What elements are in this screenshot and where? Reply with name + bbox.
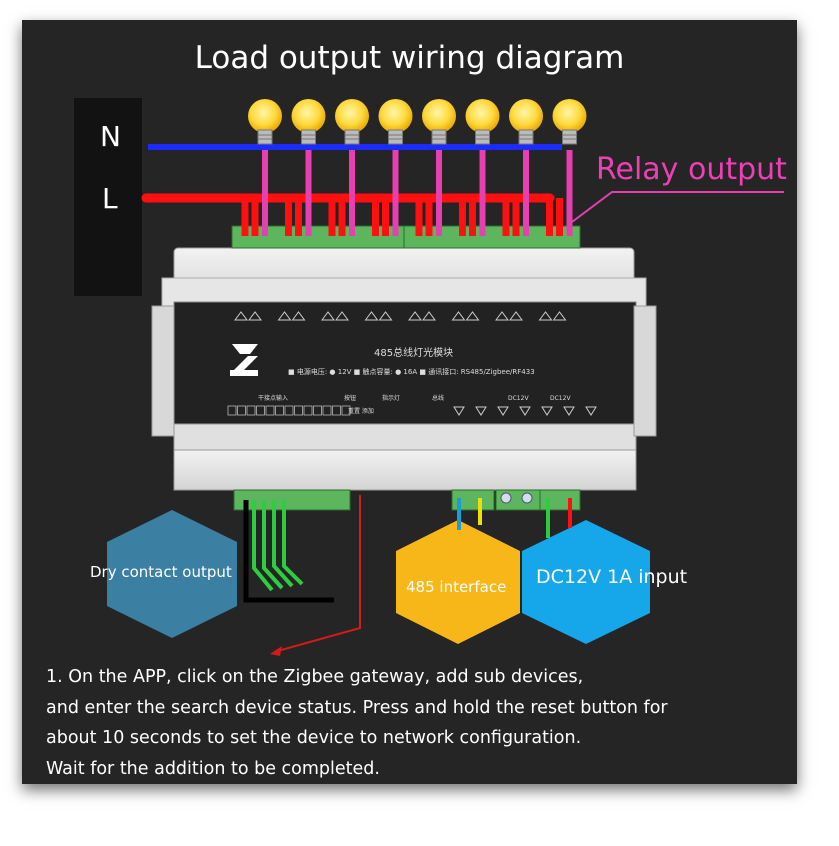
terminal-triangle-icon [585, 406, 597, 416]
bus-label: 总线 [432, 394, 444, 402]
terminal-number-box [237, 405, 246, 416]
dry-contact-wires [243, 500, 334, 603]
instruction-pointer [270, 495, 361, 656]
button-label: 按钮 [344, 394, 356, 402]
relay-indicator-icon [451, 311, 480, 321]
relay-indicator-icon [364, 311, 393, 321]
light-bulb [291, 99, 326, 145]
rs485-wires [457, 498, 482, 530]
terminal-number-box [265, 405, 275, 416]
terminal-triangle-icon [563, 406, 575, 416]
light-bulb [248, 99, 282, 145]
dry-contact-label: Dry contact output [90, 563, 232, 581]
brand-logo [230, 344, 258, 376]
light-bulb [378, 99, 413, 145]
top-terminal-block-right [403, 225, 581, 249]
terminal-triangle-icon [519, 406, 531, 416]
instruction-line: Wait for the addition to be completed. [46, 758, 380, 779]
relay-module: 485总线灯光模块 ■ 电源电压: ● 12V ■ 触点容量: ● 16A ■ … [151, 247, 657, 491]
diagram-title: Load output wiring diagram [194, 40, 625, 76]
relay-indicator-icon [321, 311, 349, 321]
instruction-line: and enter the search device status. Pres… [46, 697, 668, 718]
relay-indicator-icon [408, 311, 436, 321]
relay-indicator-icon [277, 311, 306, 321]
rs485-label: 485 interface [406, 578, 507, 596]
dry-input-label: 干接点输入 [258, 394, 288, 402]
rs485-hexagon [396, 520, 520, 644]
terminal-number-box [284, 405, 294, 416]
relay-output-pointer [567, 191, 784, 226]
terminal-number-box [322, 405, 332, 416]
wire-label-backdrop [74, 98, 142, 296]
terminal-number-box [275, 405, 284, 416]
terminal-number-box [246, 405, 256, 416]
terminal-number-box [303, 405, 313, 416]
relay-indicator-icon [495, 311, 523, 321]
wiring-diagram: 485总线灯光模块 ■ 电源电压: ● 12V ■ 触点容量: ● 16A ■ … [74, 98, 784, 656]
dry-contact-terminal [233, 489, 351, 511]
diagram-panel: 485总线灯光模块 ■ 电源电压: ● 12V ■ 触点容量: ● 16A ■ … [22, 20, 797, 784]
indicator-label: 指示灯 [382, 394, 400, 402]
instruction-line: 1. On the APP, click on the Zigbee gatew… [46, 667, 584, 687]
rs485-terminal [451, 489, 495, 511]
dc-label-1: DC12V [508, 395, 529, 402]
instructions: 1. On the APP, click on the Zigbee gatew… [46, 662, 786, 784]
light-bulb [335, 99, 369, 145]
terminal-number-box [227, 405, 237, 416]
power-wires [546, 498, 572, 538]
light-bulbs [248, 99, 587, 145]
reset-text: 重置 添加 [348, 407, 374, 415]
terminal-number-box [332, 405, 341, 416]
relay-output-label: Relay output [596, 152, 787, 187]
neutral-label: N [100, 120, 121, 153]
relay-wires [262, 150, 573, 236]
terminal-number-box [256, 405, 265, 416]
terminal-triangle-icon [453, 406, 465, 416]
terminal-triangle-icon [497, 406, 509, 416]
light-bulb [509, 99, 543, 145]
dry-contact-hexagon [107, 510, 237, 638]
live-label: L [102, 182, 118, 215]
terminal-number-box [294, 405, 303, 416]
light-bulb [552, 99, 587, 145]
terminal-triangle-icon [541, 406, 553, 416]
relay-indicator-icon [538, 311, 567, 321]
dc-label-2: DC12V [550, 395, 571, 402]
terminal-number-box [313, 405, 322, 416]
power-hexagon [522, 520, 650, 644]
button-screws [500, 492, 533, 504]
light-bulb [465, 99, 500, 145]
relay-indicators [234, 311, 567, 321]
terminal-triangle-icon [475, 406, 487, 416]
device-model: 485总线灯光模块 [374, 346, 453, 359]
terminal-markings [227, 405, 597, 416]
power-input-label: DC12V 1A input [536, 566, 688, 588]
relay-indicator-icon [234, 311, 262, 321]
terminal-number-box [341, 405, 351, 416]
instruction-line: about 10 seconds to set the device to ne… [46, 728, 582, 748]
device-spec: ■ 电源电压: ● 12V ■ 触点容量: ● 16A ■ 通讯接口: RS48… [288, 367, 535, 376]
light-bulb [422, 99, 456, 145]
